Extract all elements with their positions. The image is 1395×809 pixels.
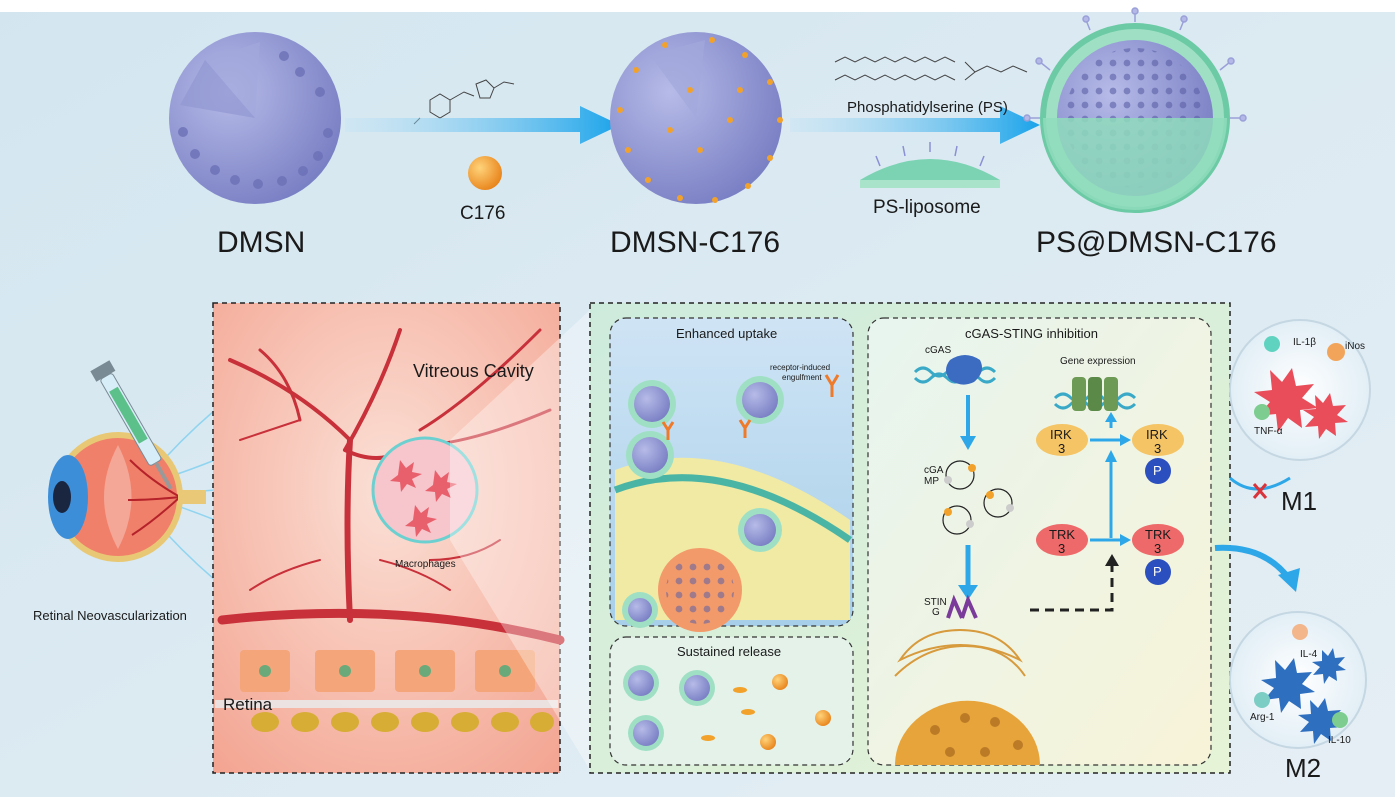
ps-liposome-label: PS-liposome xyxy=(873,197,981,218)
macrophages-label: Macrophages xyxy=(395,559,456,570)
retinal-neovascularization-label: Retinal Neovascularization xyxy=(33,608,187,623)
trk3-p-label-line2: 3 xyxy=(1154,541,1162,556)
retina-label: Retina xyxy=(223,695,273,714)
cgas-sting-box xyxy=(867,317,1212,766)
arg1-label: Arg-1 xyxy=(1250,712,1275,723)
zoom-wedge xyxy=(450,310,590,770)
dmsn-particle xyxy=(169,32,341,204)
phosphate-label-1: P xyxy=(1153,463,1162,478)
tnfa-label: TNF-α xyxy=(1254,426,1283,437)
trk3-label-line2: 3 xyxy=(1058,541,1066,556)
ps-dmsn-c176-label: PS@DMSN-C176 xyxy=(1036,226,1277,259)
irk3-p-label-line2: 3 xyxy=(1154,441,1162,456)
dmsn-c176-particle xyxy=(610,32,783,204)
trk3-p-label-line1: TRK xyxy=(1145,527,1171,542)
block-icon xyxy=(1252,483,1268,499)
receptor-note-line1: receptor-induced xyxy=(770,363,831,372)
phosphate-label-2: P xyxy=(1153,564,1162,579)
inos-label: iNos xyxy=(1345,341,1366,352)
m2-group xyxy=(1229,611,1367,749)
il4-label: IL-4 xyxy=(1300,649,1318,660)
ps-liposome-icon xyxy=(860,142,1000,188)
ps-dmsn-c176-particle xyxy=(1023,7,1247,213)
cgas-label: cGAS xyxy=(925,345,952,356)
cgamp-label-line2: MP xyxy=(924,476,939,487)
gene-expression-label: Gene expression xyxy=(1060,356,1136,367)
c176-drug xyxy=(468,156,502,190)
enhanced-uptake-title: Enhanced uptake xyxy=(676,326,778,341)
irk3-p-label-line1: IRK xyxy=(1146,427,1168,442)
arrow-2 xyxy=(790,106,1040,144)
vitreous-cavity-label: Vitreous Cavity xyxy=(413,361,534,381)
ps-structure xyxy=(834,56,1028,81)
m2-label: M2 xyxy=(1285,753,1322,783)
sustained-release-title: Sustained release xyxy=(677,644,782,659)
sustained-release-box xyxy=(609,636,854,766)
il10-label: IL-10 xyxy=(1328,735,1351,746)
m1-group xyxy=(1229,319,1371,461)
retina-panel xyxy=(212,302,565,774)
eye-illustration xyxy=(48,360,216,581)
dmsn-label: DMSN xyxy=(217,226,306,259)
receptor-note-line2: engulfment xyxy=(782,373,822,382)
c176-label: C176 xyxy=(460,203,506,224)
ps-label: Phosphatidylserine (PS) xyxy=(847,99,1008,116)
sting-label-line1: STIN xyxy=(924,597,947,608)
dmsn-c176-label: DMSN-C176 xyxy=(610,226,781,259)
il1b-label: IL-1β xyxy=(1293,337,1316,348)
cgamp-label-line1: cGA xyxy=(924,465,944,476)
irk3-label-line1: IRK xyxy=(1050,427,1072,442)
arrow-1 xyxy=(345,106,620,144)
irk3-label-line2: 3 xyxy=(1058,441,1066,456)
sting-label-line2: G xyxy=(932,607,940,618)
m1-label: M1 xyxy=(1281,486,1318,516)
trk3-label-line1: TRK xyxy=(1049,527,1075,542)
enhanced-uptake-box xyxy=(609,317,854,632)
cgas-sting-title: cGAS-STING inhibition xyxy=(965,326,1098,341)
